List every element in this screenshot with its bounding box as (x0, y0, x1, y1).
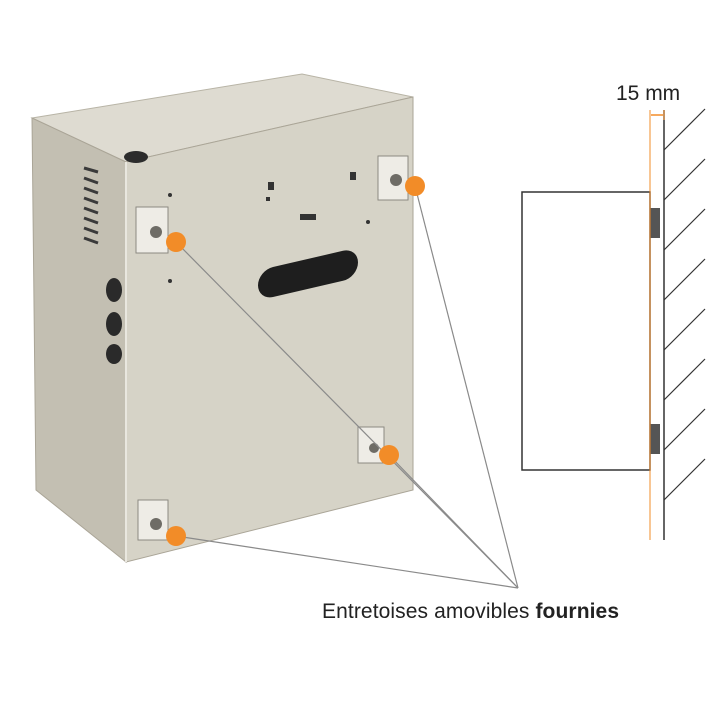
spacer-profile (650, 424, 660, 454)
knockout-hole (106, 278, 122, 302)
side-profile-diagram (521, 108, 706, 540)
caption-regular: Entretoises amovibles (322, 600, 530, 623)
wall-hatch (663, 108, 706, 501)
knockout-hole (106, 312, 122, 336)
enclosure-back-face (125, 96, 414, 563)
back-slot (258, 250, 358, 298)
caption: Entretoises amovibles fournies (322, 600, 619, 624)
enclosure-box (30, 73, 414, 564)
top-grommet (124, 151, 148, 163)
spacer-bracket (135, 206, 169, 254)
orange-dot-icon (166, 232, 186, 252)
knockout-hole (106, 344, 122, 364)
leader-line (175, 241, 519, 589)
leader-line (175, 535, 519, 589)
orange-dot-icon (405, 176, 425, 196)
orange-dot-icon (166, 526, 186, 546)
spacer-profile (650, 208, 660, 238)
side-vents (83, 166, 99, 245)
back-holes (168, 172, 370, 283)
orange-dot-icon (379, 445, 399, 465)
caption-bold: fournies (535, 600, 620, 623)
leader-lines (175, 185, 519, 589)
dimension-label: 15 mm (616, 82, 681, 105)
leader-line (388, 454, 519, 589)
leader-line (414, 185, 519, 589)
spacer-markers (166, 176, 425, 546)
enclosure-side-face (31, 117, 127, 564)
enclosure-profile (521, 191, 651, 471)
